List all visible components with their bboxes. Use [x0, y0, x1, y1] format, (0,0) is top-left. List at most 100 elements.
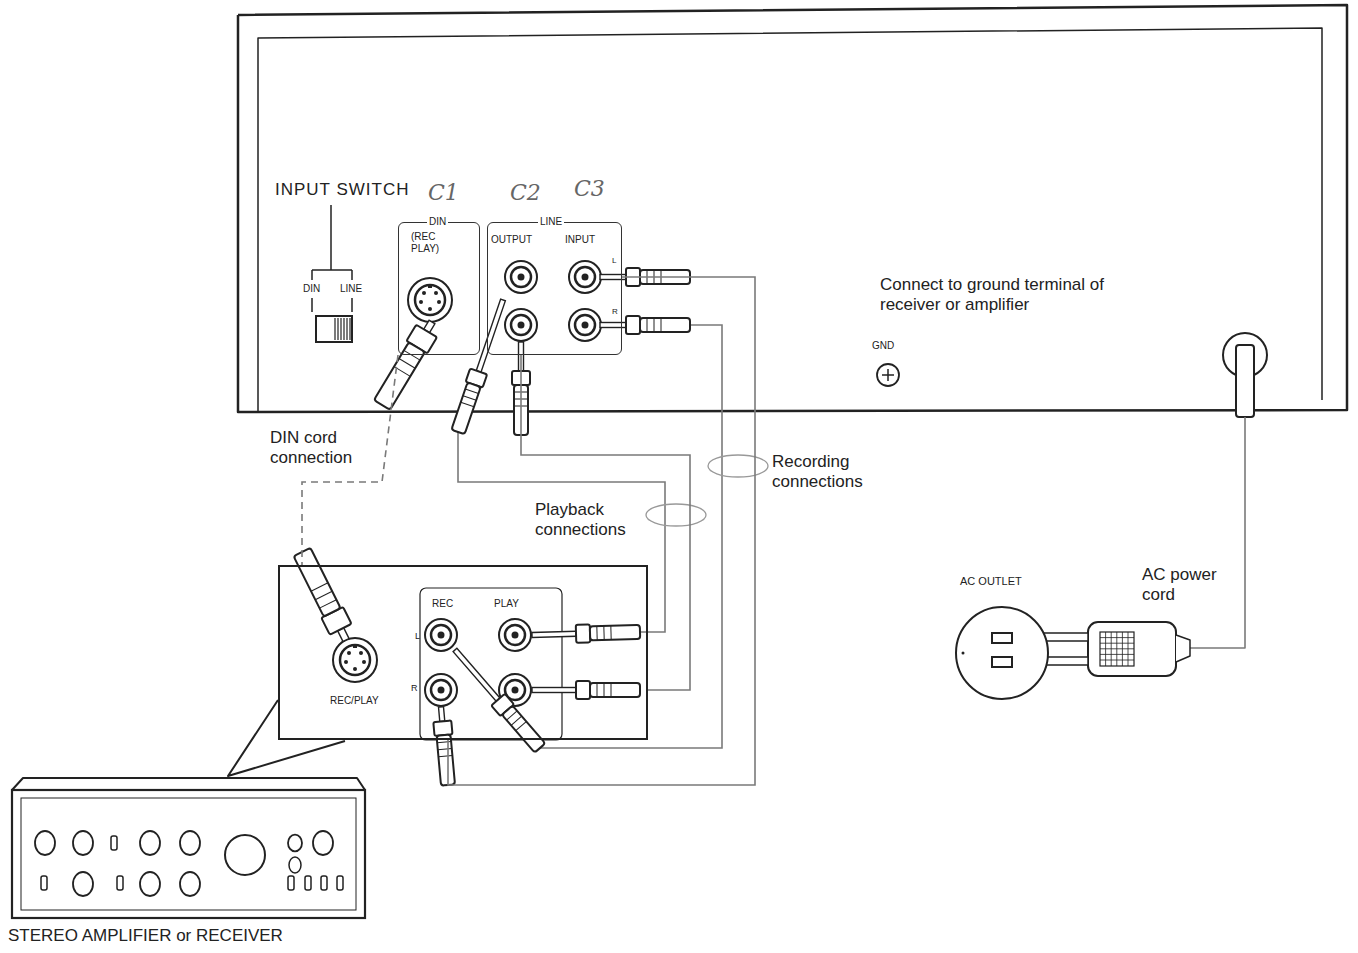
- plug-tip: [476, 299, 505, 372]
- jack-ring: [505, 309, 537, 341]
- toggle: [111, 836, 117, 850]
- plug-body: [294, 548, 341, 617]
- plug-grip: [507, 711, 518, 720]
- outlet-plate: [956, 607, 1048, 699]
- jack-label: REC/PLAY: [330, 695, 379, 707]
- bundle-mark: [708, 455, 768, 477]
- plug-grip: [320, 600, 337, 608]
- jack-label: LINE: [538, 216, 564, 228]
- toggle: [305, 876, 311, 890]
- jack-pin: [518, 274, 525, 281]
- plug-grip: [399, 358, 415, 368]
- jack-label: REC: [432, 598, 453, 610]
- plug-body: [451, 382, 480, 434]
- plug-collar: [626, 316, 640, 334]
- din-cord: [302, 355, 398, 565]
- line-jack-box: LINEOUTPUTINPUTLR: [487, 222, 622, 355]
- switch-position: LINE: [340, 283, 362, 295]
- din-socket: [340, 645, 370, 675]
- callout-pointer: [228, 700, 345, 776]
- switch-ridge: [349, 318, 350, 340]
- plug-grip: [611, 683, 612, 697]
- din-pin: [437, 300, 441, 304]
- switch-ridge: [337, 318, 338, 340]
- switch-bracket: [351, 298, 353, 312]
- plug-body: [590, 625, 640, 640]
- plug-grip: [647, 318, 648, 332]
- knob: [313, 831, 333, 855]
- jack-sleeve: [431, 625, 451, 645]
- din-pin: [344, 660, 348, 664]
- din-key: [353, 644, 357, 648]
- toggle: [337, 876, 343, 890]
- plug-tip: [532, 631, 576, 637]
- jack-label: R: [612, 307, 618, 317]
- handwritten-note: C3: [574, 176, 605, 202]
- jack-sleeve: [511, 267, 531, 287]
- plug-grip: [437, 742, 451, 743]
- plug-grip: [603, 626, 604, 640]
- din-pin: [359, 651, 363, 655]
- knob: [73, 872, 93, 896]
- knob: [288, 835, 302, 852]
- jack-pin: [582, 322, 589, 329]
- plug-prong: [1040, 633, 1088, 641]
- din-key: [428, 284, 432, 288]
- din-pin: [419, 300, 423, 304]
- din-ring: [333, 638, 377, 682]
- din-jack: [408, 278, 452, 322]
- jack-pin: [512, 687, 519, 694]
- din-jack: [333, 638, 377, 682]
- din-pin: [434, 291, 438, 295]
- din-pin: [353, 667, 357, 671]
- din-ring: [408, 278, 452, 322]
- jack-group-outline: [420, 588, 562, 740]
- knob: [289, 857, 301, 873]
- plug-body: [437, 735, 455, 786]
- jack-pin: [438, 687, 445, 694]
- plug-collar: [433, 720, 452, 736]
- screw-slot: [887, 369, 889, 381]
- cord-strain-relief: [1236, 345, 1254, 417]
- rca-jack: [499, 619, 531, 651]
- jack-label: (REC PLAY): [411, 231, 453, 255]
- plug-grip: [461, 402, 474, 407]
- plug: [448, 644, 547, 754]
- connection-label: Playback connections: [533, 500, 645, 541]
- plug-grip: [516, 722, 527, 731]
- switch-bracket: [312, 269, 352, 271]
- plug-grip: [404, 350, 420, 360]
- plug-grip: [1100, 632, 1134, 666]
- audio-cable: [448, 277, 755, 785]
- plug-grip: [511, 716, 522, 725]
- switch-position: DIN: [303, 283, 320, 295]
- cord-boot: [1176, 635, 1190, 662]
- plug-grip: [597, 683, 598, 697]
- playback-wire: [458, 432, 665, 632]
- plug-grip: [315, 591, 332, 599]
- amp-front: [12, 790, 365, 918]
- outlet-slot: [992, 657, 1012, 667]
- note: Connect to ground terminal of receiver o…: [880, 275, 1142, 316]
- toggle: [288, 876, 294, 890]
- switch-ridge: [343, 318, 344, 340]
- outlet-screw: [962, 652, 965, 655]
- plug: [600, 316, 690, 334]
- plug: [532, 681, 640, 699]
- bundle-mark: [646, 504, 706, 526]
- plug-grip: [1100, 648, 1134, 649]
- plug-body: [374, 342, 425, 410]
- jack-ring: [499, 619, 531, 651]
- plug-grip: [604, 683, 605, 697]
- switch-bracket: [351, 270, 353, 280]
- knob: [35, 831, 55, 855]
- rca-jack: [569, 261, 601, 293]
- plug-grip: [438, 755, 452, 756]
- plug-tip: [439, 707, 445, 722]
- plug-prong: [1040, 657, 1088, 665]
- plug-grip: [1100, 654, 1134, 655]
- ac-outlet: AC OUTLET: [950, 575, 1060, 705]
- jack-ring: [569, 309, 601, 341]
